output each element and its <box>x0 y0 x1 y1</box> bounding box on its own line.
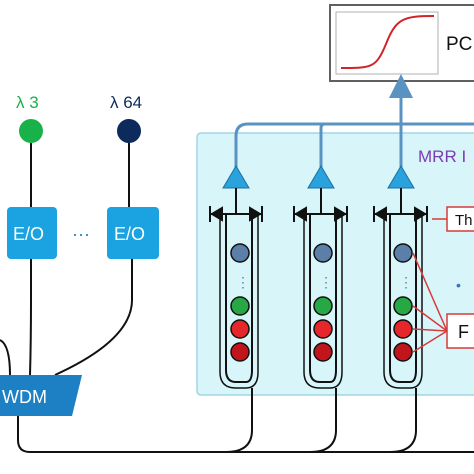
ring-blue-2 <box>313 243 333 263</box>
ring-blue-1 <box>230 243 250 263</box>
rings-ellipsis-3: ⋮ <box>399 274 413 290</box>
bus-drop-3 <box>389 388 417 453</box>
rings-ellipsis-2: ⋮ <box>319 274 333 290</box>
wdm-label: WDM <box>2 387 47 407</box>
eo-block-1 <box>7 207 57 259</box>
waveguide-loop-3 <box>389 214 417 383</box>
ring-red-2b <box>313 342 333 362</box>
rings-ellipsis-1: ⋮ <box>236 274 250 290</box>
summation-bus <box>234 122 474 168</box>
eo-wdm-wire-0 <box>0 339 11 376</box>
bus-drop-1 <box>225 388 253 453</box>
sigmoid-curve <box>340 15 435 69</box>
waveguide-outer-2 <box>303 214 343 389</box>
ring-green-3 <box>393 296 413 316</box>
wdm-block <box>0 375 82 416</box>
right-ellipsis: • <box>456 277 461 293</box>
tuning-box-label: Th <box>455 212 473 229</box>
filter-box-label: F <box>458 322 469 342</box>
source-label-2: λ 64 <box>110 93 142 112</box>
ring-blue-3 <box>393 243 413 263</box>
filter-pointer-lines <box>412 252 448 353</box>
ring-red-1b <box>230 342 250 362</box>
tuning-box <box>446 206 474 232</box>
eo-label-1: E/O <box>13 224 44 244</box>
waveguide-outer-3 <box>383 214 423 389</box>
waveguide-loop-1 <box>225 214 253 383</box>
photodetector-3 <box>373 206 428 222</box>
eo-wdm-wire-2 <box>54 259 133 376</box>
waveguide-outer-1 <box>219 214 259 389</box>
ring-red-2a <box>313 319 333 339</box>
eo-label-2: E/O <box>114 224 145 244</box>
ring-red-3a <box>393 319 413 339</box>
ring-red-1a <box>230 319 250 339</box>
bus-drop-2 <box>309 388 337 453</box>
photodetector-2 <box>293 206 348 222</box>
ring-red-3b <box>393 342 413 362</box>
source-dot-1 <box>19 119 43 143</box>
ring-green-2 <box>313 296 333 316</box>
ring-green-1 <box>230 296 250 316</box>
source-dot-2 <box>117 119 141 143</box>
source-label-1: λ 3 <box>16 93 39 112</box>
pc-label: PC <box>446 34 472 55</box>
wdm-output-bus <box>17 416 474 453</box>
eo-wdm-wire-1 <box>29 259 32 376</box>
waveguide-loop-2 <box>309 214 337 383</box>
mrr-panel-label: MRR I <box>418 147 466 166</box>
eo-block-2 <box>107 207 159 259</box>
eo-ellipsis: ··· <box>72 224 90 244</box>
